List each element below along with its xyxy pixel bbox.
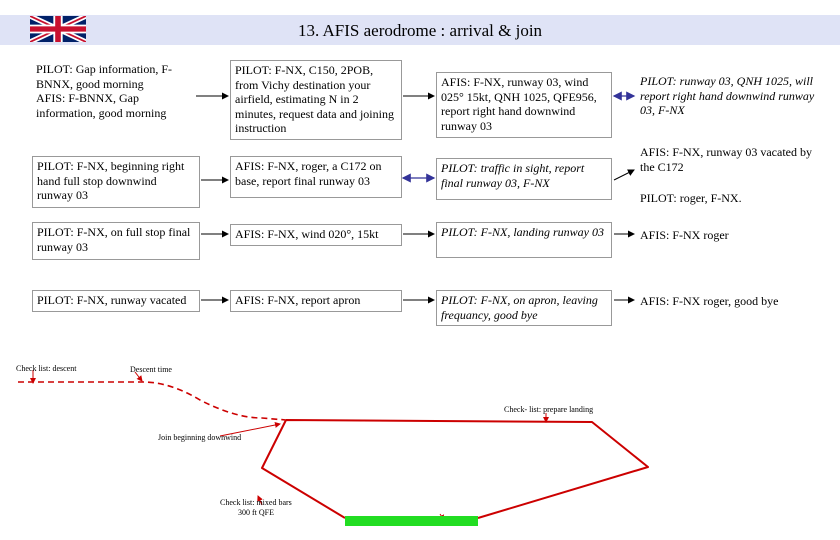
pilot-request-joining: PILOT: F-NX, C150, 2POB, from Vichy dest… — [230, 60, 402, 140]
page-title: 13. AFIS aerodrome : arrival & join — [297, 21, 543, 40]
afis-traffic-info: AFIS: F-NX, roger, a C172 on base, repor… — [230, 156, 402, 198]
pilot-on-apron: PILOT: F-NX, on apron, leaving frequancy… — [436, 290, 612, 326]
label-join-downwind: Join beginning downwind — [158, 433, 242, 442]
label-checklist-final: Check list: mixed bars — [220, 498, 292, 507]
pilot-landing: PILOT: F-NX, landing runway 03 — [436, 222, 612, 258]
label-descent-time: Descent time — [130, 365, 172, 374]
pilot-final-report: PILOT: F-NX, on full stop final runway 0… — [32, 222, 200, 260]
afis-runway-vacated: AFIS: F-NX, runway 03 vacated by the C17… — [640, 145, 812, 174]
circuit-path — [261, 419, 649, 519]
pilot-roger: PILOT: roger, F-NX. — [640, 191, 742, 205]
pilot-initial-call: PILOT: Gap information, F-BNNX, good mor… — [36, 62, 173, 120]
afis-roger: AFIS: F-NX roger — [640, 228, 729, 242]
descent-path — [18, 381, 287, 421]
label-checklist-descent: Check list: descent — [16, 364, 77, 373]
pilot-readback: PILOT: runway 03, QNH 1025, will report … — [640, 74, 815, 117]
afis-report-apron: AFIS: F-NX, report apron — [230, 290, 402, 312]
afis-runway-info: AFIS: F-NX, runway 03, wind 025° 15kt, Q… — [436, 72, 612, 138]
pilot-downwind-report: PILOT: F-NX, beginning right hand full s… — [32, 156, 200, 208]
marker-checklist-final — [257, 495, 263, 506]
pilot-traffic-in-sight: PILOT: traffic in sight, report final ru… — [436, 158, 612, 200]
label-qfe-height: 300 ft QFE — [238, 508, 274, 517]
marker-join-downwind — [219, 422, 281, 437]
marker-descent-time — [134, 371, 143, 382]
label-checklist-landing: Check- list: prepare landing — [504, 405, 594, 414]
arrow-row2-c — [613, 169, 635, 181]
pilot-runway-vacated: PILOT: F-NX, runway vacated — [32, 290, 200, 312]
afis-good-bye: AFIS: F-NX roger, good bye — [640, 294, 779, 308]
afis-wind-info: AFIS: F-NX, wind 020°, 15kt — [230, 224, 402, 246]
runway — [345, 516, 478, 526]
header-band — [0, 15, 840, 45]
uk-flag-icon — [30, 16, 86, 42]
